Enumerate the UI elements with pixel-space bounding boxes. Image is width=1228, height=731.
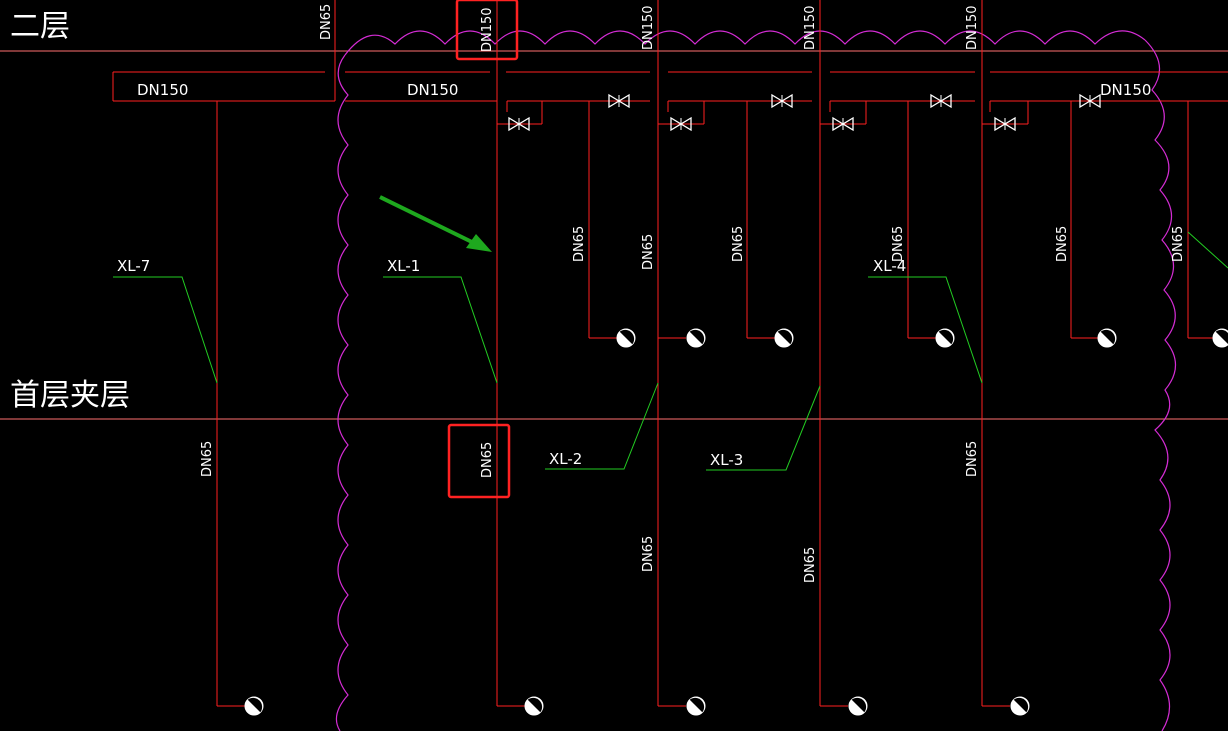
highlight-box-dn65 — [447, 423, 511, 499]
valve-body — [1079, 93, 1101, 109]
size-label-dn65-branch2: DN65 — [731, 226, 746, 262]
hydrant-dark-half — [1013, 697, 1029, 713]
size-label-dn65-branch4: DN65 — [1055, 226, 1070, 262]
floor-level-lines — [0, 50, 1228, 420]
leader-xl1 — [383, 276, 498, 384]
size-label-dn150-v-xl2: DN150 — [641, 5, 656, 50]
gate-valve-icon — [1079, 93, 1101, 109]
valve-body — [508, 116, 530, 132]
gate-valve-icon — [930, 93, 952, 109]
valve-body — [832, 116, 854, 132]
leader-xl3 — [706, 385, 821, 471]
fire-hydrant-icon — [1212, 328, 1228, 348]
valves — [508, 93, 1101, 132]
fire-hydrant-icon — [686, 328, 706, 348]
size-label-dn65-xl7-lower: DN65 — [200, 441, 215, 477]
gate-valve-icon — [832, 116, 854, 132]
revision-cloud-top — [344, 30, 1146, 56]
fire-hydrant-icon — [935, 328, 955, 348]
hydrant-dark-half — [938, 329, 954, 345]
riser-label-xl7: XL-7 — [117, 257, 150, 275]
fire-hydrant-icon — [524, 696, 544, 716]
gate-valve-icon — [994, 116, 1016, 132]
valve-body — [771, 93, 793, 109]
size-label-dn65-v-top1: DN65 — [319, 4, 334, 40]
valve-body — [670, 116, 692, 132]
leader-xl2 — [545, 382, 659, 470]
riser-label-xl1: XL-1 — [387, 257, 420, 275]
level-label-upper: 二层 — [10, 9, 70, 44]
hydrant-dark-half — [777, 329, 793, 345]
hydrant-dark-half — [1215, 329, 1228, 345]
valve-body — [608, 93, 630, 109]
revision-cloud-right — [1144, 39, 1177, 731]
size-label-dn150-h1: DN150 — [137, 81, 188, 99]
hydrant-dark-half — [1100, 329, 1116, 345]
hydrant-dark-half — [527, 697, 543, 713]
highlight-box-dn150 — [455, 0, 519, 61]
level-label-lower: 首层夹层 — [10, 378, 130, 413]
revision-clouds — [335, 30, 1177, 731]
hydrant-dark-half — [689, 697, 705, 713]
size-label-dn150-h2: DN150 — [407, 81, 458, 99]
hydrant-dark-half — [619, 329, 635, 345]
leader-xl4 — [868, 276, 983, 384]
fire-hydrant-icon — [686, 696, 706, 716]
valve-body — [994, 116, 1016, 132]
size-label-dn65-xl1-lower: DN65 — [480, 442, 495, 478]
fire-hydrant-icon — [1097, 328, 1117, 348]
size-label-dn150-v-xl4: DN150 — [965, 5, 980, 50]
gate-valve-icon — [608, 93, 630, 109]
hydrant-dark-half — [851, 697, 867, 713]
valve-body — [930, 93, 952, 109]
highlight-boxes — [447, 0, 519, 499]
gate-valve-icon — [771, 93, 793, 109]
size-label-dn65-xl4-lower: DN65 — [965, 441, 980, 477]
revision-cloud-left — [335, 54, 349, 731]
vertical-size-labels: DN65 DN150 DN150 DN150 DN150 DN65 DN65 D… — [200, 4, 1186, 583]
leader-right-edge — [1187, 231, 1228, 269]
size-label-dn150-v-xl3: DN150 — [803, 5, 818, 50]
size-label-dn65-xl2-mid: DN65 — [641, 234, 656, 270]
leader-lines — [113, 231, 1228, 471]
size-label-dn65-xl2-lower: DN65 — [641, 536, 656, 572]
pipe-network — [112, 0, 1228, 707]
gate-valve-icon — [670, 116, 692, 132]
size-label-dn65-branch1: DN65 — [572, 226, 587, 262]
size-label-dn65-branch3: DN65 — [891, 226, 906, 262]
hydrants — [244, 328, 1228, 716]
riser-label-xl2: XL-2 — [549, 450, 582, 468]
hydrant-dark-half — [689, 329, 705, 345]
gate-valve-icon — [508, 116, 530, 132]
fire-hydrant-icon — [848, 696, 868, 716]
size-label-dn150-h3: DN150 — [1100, 81, 1151, 99]
fire-hydrant-icon — [774, 328, 794, 348]
annotation-arrow — [379, 195, 492, 252]
size-label-dn150-v-xl1: DN150 — [480, 7, 495, 52]
fire-hydrant-icon — [616, 328, 636, 348]
size-label-dn65-xl3-lower: DN65 — [803, 547, 818, 583]
fire-hydrant-icon — [244, 696, 264, 716]
hydrant-dark-half — [247, 697, 263, 713]
size-label-dn65-branch5: DN65 — [1171, 226, 1186, 262]
fire-hydrant-icon — [1010, 696, 1030, 716]
riser-label-xl4: XL-4 — [873, 257, 906, 275]
riser-label-xl3: XL-3 — [710, 451, 743, 469]
leader-xl7 — [113, 276, 218, 384]
